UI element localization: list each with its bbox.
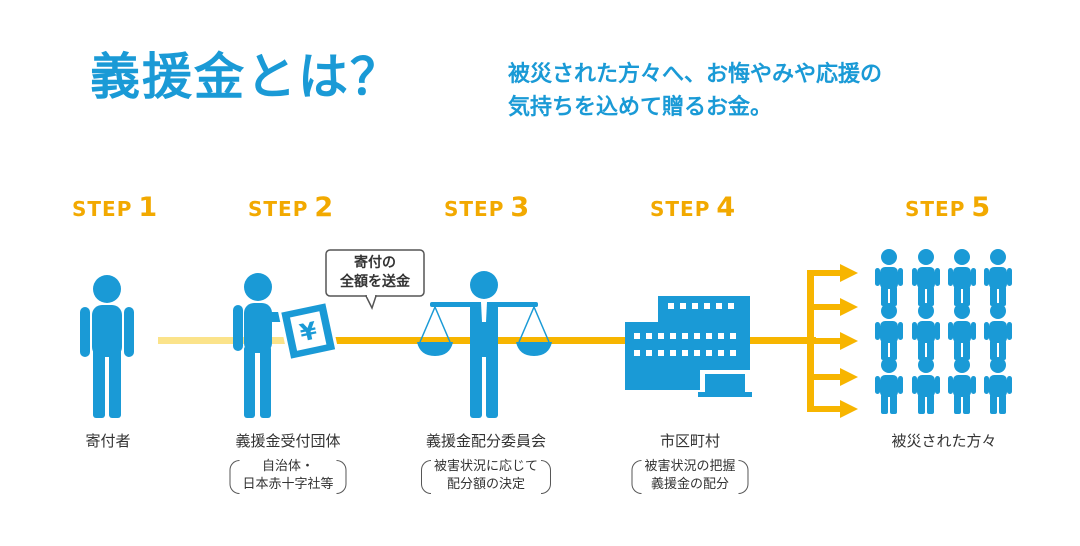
step-word: STEP xyxy=(905,197,966,221)
yen-envelope-icon: ¥ xyxy=(277,299,339,363)
arrow-right-icon xyxy=(810,400,858,418)
step-number: 4 xyxy=(716,192,736,223)
bubble-line-1: 寄付の xyxy=(354,255,396,271)
note-line: 自治体・ xyxy=(261,459,315,474)
note-line: 日本赤十字社等 xyxy=(242,477,334,492)
people-group-icon xyxy=(875,249,1012,414)
step-word: STEP xyxy=(248,197,309,221)
step-4-label: 市区町村 xyxy=(659,432,721,450)
speech-bubble xyxy=(325,249,425,310)
step-number: 1 xyxy=(138,192,158,223)
arrow-right-icon xyxy=(810,368,858,386)
step-3-note: 被害状況に応じて 配分額の決定 xyxy=(420,458,552,494)
step-2-note: 自治体・ 日本赤十字社等 xyxy=(229,458,347,494)
subtitle-line-1: 被災された方々へ、お悔やみや応援の xyxy=(508,62,883,87)
arrow-right-icon xyxy=(810,332,858,350)
donor-person-icon xyxy=(80,275,134,418)
speech-bubble-text: 寄付の 全額を送金 xyxy=(326,250,424,294)
note-line: 被害状況に応じて xyxy=(433,459,539,474)
step-word: STEP xyxy=(72,197,133,221)
yen-symbol: ¥ xyxy=(297,316,319,347)
distribution-arrows xyxy=(807,264,858,418)
step-3-label: 義援金配分委員会 xyxy=(425,432,547,450)
step-2-label: 義援金受付団体 xyxy=(235,432,341,450)
step-number: 2 xyxy=(314,192,334,223)
subtitle-line-2: 気持ちを込めて贈るお金。 xyxy=(508,95,773,120)
page-title: 義援金とは？ xyxy=(90,48,402,106)
step-1-label: 寄付者 xyxy=(85,432,131,450)
note-line: 義援金の配分 xyxy=(650,477,730,492)
step-number: 3 xyxy=(510,192,530,223)
note-line: 被害状況の把握 xyxy=(644,459,736,474)
step-word: STEP xyxy=(444,197,505,221)
arrow-right-icon xyxy=(810,264,858,282)
bubble-line-2: 全額を送金 xyxy=(340,274,410,290)
arrow-right-icon xyxy=(810,298,858,316)
page-subtitle: 被災された方々へ、お悔やみや応援の 気持ちを込めて贈るお金。 xyxy=(508,58,1028,124)
step-number: 5 xyxy=(971,192,991,223)
city-hall-building-icon xyxy=(625,296,752,397)
person-with-envelope-icon: ¥ xyxy=(233,273,339,418)
step-4-note: 被害状況の把握 義援金の配分 xyxy=(631,458,749,494)
step-5-label: 被災された方々 xyxy=(891,432,997,450)
note-line: 配分額の決定 xyxy=(446,477,526,492)
flow-line xyxy=(326,337,816,344)
step-word: STEP xyxy=(650,197,711,221)
scale-person-icon xyxy=(417,271,552,418)
